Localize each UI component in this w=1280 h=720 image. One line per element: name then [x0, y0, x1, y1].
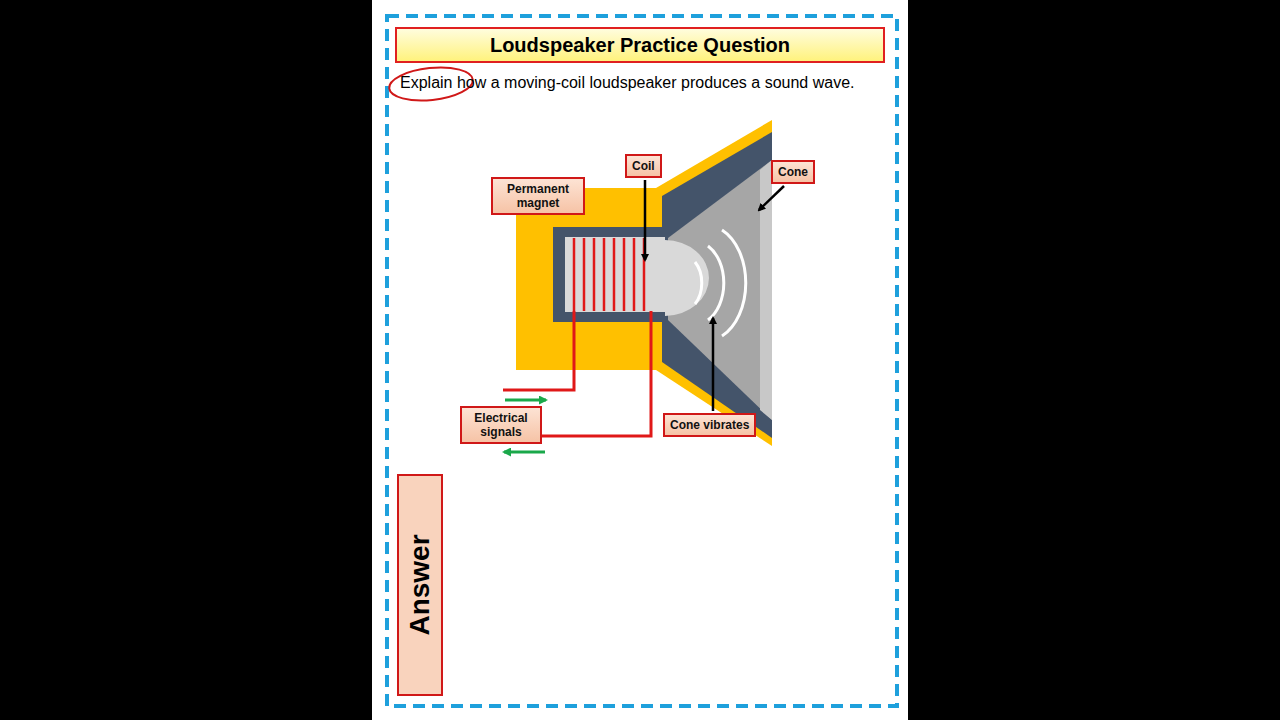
dust-cap	[665, 240, 709, 316]
label-text: Coil	[632, 159, 655, 173]
signal-label: Electrical signals	[460, 406, 542, 444]
answer-text: Answer	[404, 534, 436, 635]
title-box	[396, 28, 884, 62]
label-text: Permanent magnet	[498, 182, 578, 210]
speaker-frame	[656, 120, 772, 446]
page-panel	[372, 0, 908, 720]
label-text: Electrical signals	[467, 411, 535, 439]
leader-arrow	[644, 180, 647, 260]
sound-wave	[708, 246, 724, 320]
dashed-border	[387, 16, 897, 706]
label-text: Cone	[778, 165, 808, 179]
magnet-gap	[553, 227, 665, 322]
wire	[503, 311, 574, 390]
title-text: Loudspeaker Practice Question	[490, 34, 790, 57]
part-label: Coil	[625, 154, 662, 178]
answer-box: Answer	[397, 474, 443, 696]
label-text: Cone vibrates	[670, 418, 749, 432]
part-label: Permanent magnet	[491, 177, 585, 215]
current-arrow	[505, 399, 546, 402]
motion-label: Cone vibrates	[663, 413, 756, 437]
sound-wave	[695, 262, 702, 304]
part-label: Cone	[771, 160, 815, 184]
current-arrow	[504, 451, 545, 454]
speaker-basket	[662, 132, 772, 438]
leader-arrow	[712, 318, 715, 411]
question-text: Explain how a moving-coil loudspeaker pr…	[400, 72, 870, 93]
wire	[533, 311, 651, 436]
coil-windings	[574, 238, 644, 311]
leader-arrow	[759, 186, 784, 210]
pole-piece	[565, 237, 665, 312]
sound-wave	[722, 230, 746, 336]
